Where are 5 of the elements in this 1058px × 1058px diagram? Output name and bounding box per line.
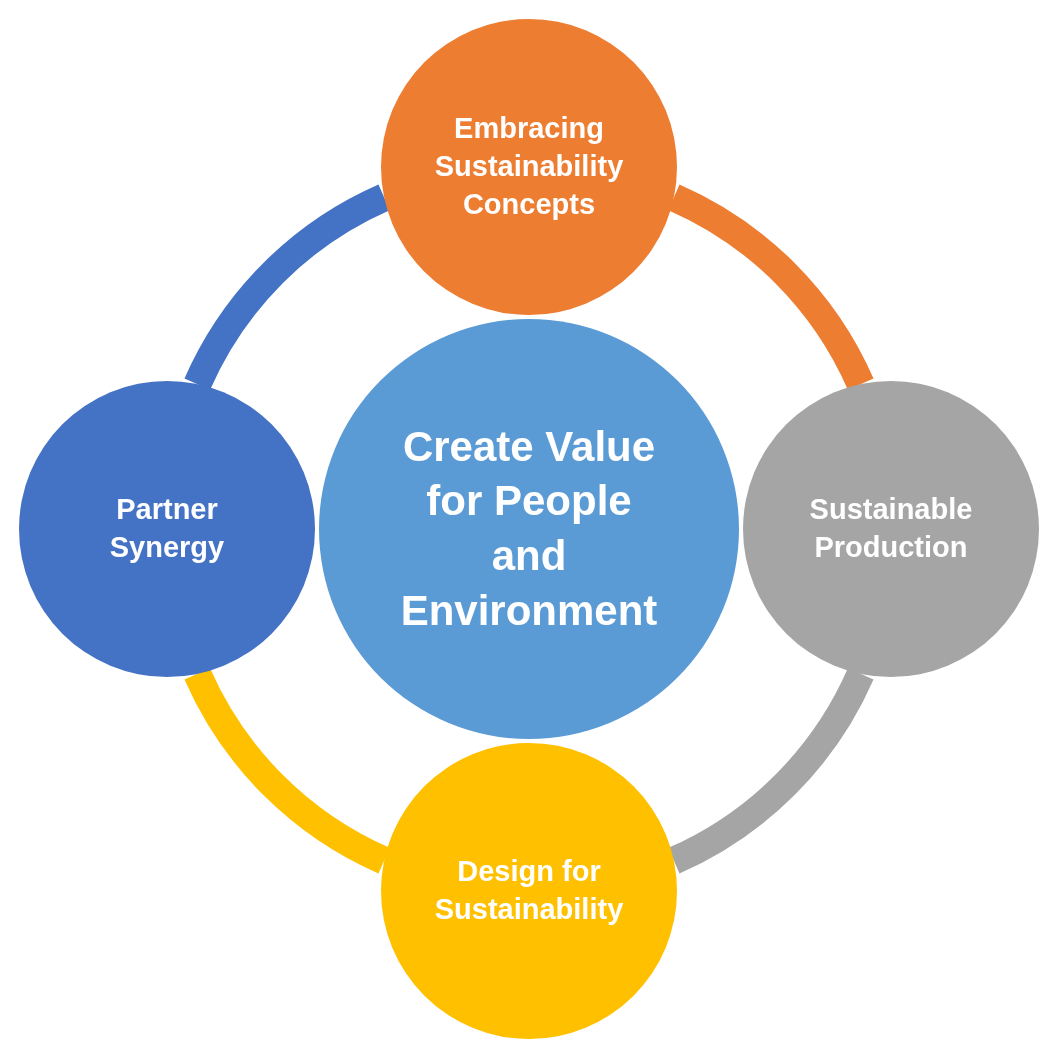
core-circle: Create Value for People and Environment: [319, 319, 739, 739]
topic-circle: Embracing Sustainability Concepts: [381, 19, 677, 315]
topic-circle: Partner Synergy: [19, 381, 315, 677]
topic-circle: Sustainable Production: [743, 381, 1039, 677]
topic-circle: Design for Sustainability: [381, 743, 677, 1039]
